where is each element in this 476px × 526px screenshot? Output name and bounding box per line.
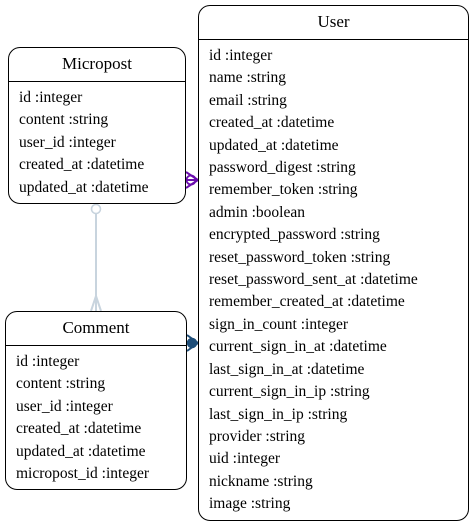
attribute-row: content :string <box>19 111 109 129</box>
attribute-row: updated_at :datetime <box>19 178 149 196</box>
user-entity[interactable]: User id :integer name :string email :strin… <box>198 5 469 521</box>
comment-user-relation <box>186 334 200 352</box>
attribute-row: sign_in_count :integer <box>209 315 349 333</box>
attribute-row: created_at :datetime <box>209 114 335 132</box>
attribute-row: user_id :integer <box>19 133 116 151</box>
attribute-row: image :string <box>209 495 291 513</box>
attribute-row: micropost_id :integer <box>16 465 150 483</box>
attribute-row: id :integer <box>19 89 83 106</box>
attribute-row: id :integer <box>16 353 80 370</box>
attribute-row: created_at :datetime <box>16 420 142 438</box>
attribute-row: remember_token :string <box>209 181 358 199</box>
attribute-row: nickname :string <box>209 472 313 490</box>
attribute-row: uid :integer <box>209 450 281 468</box>
micropost-user-relation <box>185 171 200 189</box>
attribute-row: provider :string <box>209 427 305 445</box>
attribute-row: email :string <box>209 91 287 109</box>
micropost-title: Micropost <box>9 48 185 82</box>
attribute-row: last_sign_in_ip :string <box>209 405 348 423</box>
attribute-row: user_id :integer <box>16 397 113 415</box>
comment-title: Comment <box>6 312 186 346</box>
attribute-row: updated_at :datetime <box>16 442 146 460</box>
attribute-row: password_digest :string <box>209 159 356 177</box>
attribute-row: reset_password_sent_at :datetime <box>209 271 418 289</box>
attribute-row: created_at :datetime <box>19 156 145 174</box>
attribute-row: admin :boolean <box>209 203 305 221</box>
attribute-row: reset_password_token :string <box>209 248 391 266</box>
attribute-row: updated_at :datetime <box>209 136 339 154</box>
micropost-entity[interactable]: Micropost id :integer content :string user… <box>8 47 186 204</box>
attribute-row: last_sign_in_at :datetime <box>209 360 365 378</box>
attribute-row: content :string <box>16 375 106 393</box>
attribute-row: id :integer <box>209 47 273 64</box>
attribute-row: remember_created_at :datetime <box>209 293 405 311</box>
user-attributes: id :integer name :string email :string crea… <box>199 40 468 516</box>
comment-micropost-relation <box>90 203 102 312</box>
comment-entity[interactable]: Comment id :integer content :string user_i… <box>5 311 187 490</box>
attribute-row: name :string <box>209 69 287 87</box>
attribute-row: current_sign_in_ip :string <box>209 383 370 401</box>
comment-attributes: id :integer content :string user_id :integ… <box>6 346 186 485</box>
attribute-row: current_sign_in_at :datetime <box>209 338 387 356</box>
micropost-attributes: id :integer content :string user_id :integ… <box>9 82 185 199</box>
user-title: User <box>199 6 468 40</box>
attribute-row: encrypted_password :string <box>209 226 380 244</box>
